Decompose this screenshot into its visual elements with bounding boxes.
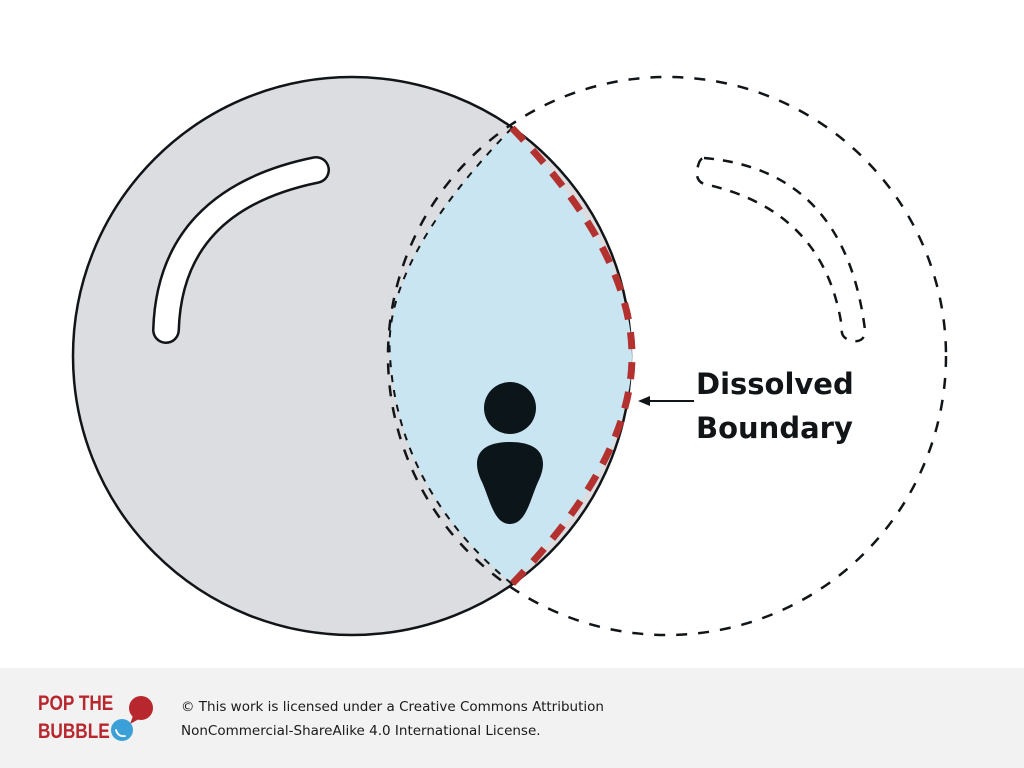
bubble-diagram bbox=[71, 75, 948, 637]
label-line-2: Boundary bbox=[696, 411, 853, 445]
dissolved-boundary-label: Dissolved Boundary bbox=[696, 362, 854, 450]
license-line-2: NonCommercial-ShareAlike 4.0 Internation… bbox=[181, 723, 541, 739]
logo-line-1: POP THE bbox=[38, 692, 114, 715]
footer: POP THE BUBBLE © This work is licensed u… bbox=[0, 668, 1024, 768]
person-icon bbox=[477, 382, 543, 524]
label-line-1: Dissolved bbox=[696, 367, 854, 401]
bubble-highlight-fill bbox=[154, 158, 328, 342]
dashed-bubble bbox=[386, 75, 948, 637]
license-line-1: © This work is licensed under a Creative… bbox=[181, 699, 604, 715]
overlap-region bbox=[389, 128, 632, 584]
license-text: © This work is licensed under a Creative… bbox=[181, 695, 604, 743]
logo-text: POP THE BUBBLE bbox=[38, 690, 113, 746]
boundary-arrow bbox=[638, 396, 694, 406]
pop-the-bubble-logo: POP THE BUBBLE bbox=[38, 690, 168, 750]
overlap-left-dashed-edge bbox=[388, 127, 513, 585]
dissolved-boundary-line bbox=[509, 125, 636, 587]
logo-line-2: BUBBLE bbox=[38, 720, 110, 743]
dashed-bubble-highlight bbox=[695, 156, 867, 343]
speech-bubbles-icon bbox=[111, 696, 153, 741]
